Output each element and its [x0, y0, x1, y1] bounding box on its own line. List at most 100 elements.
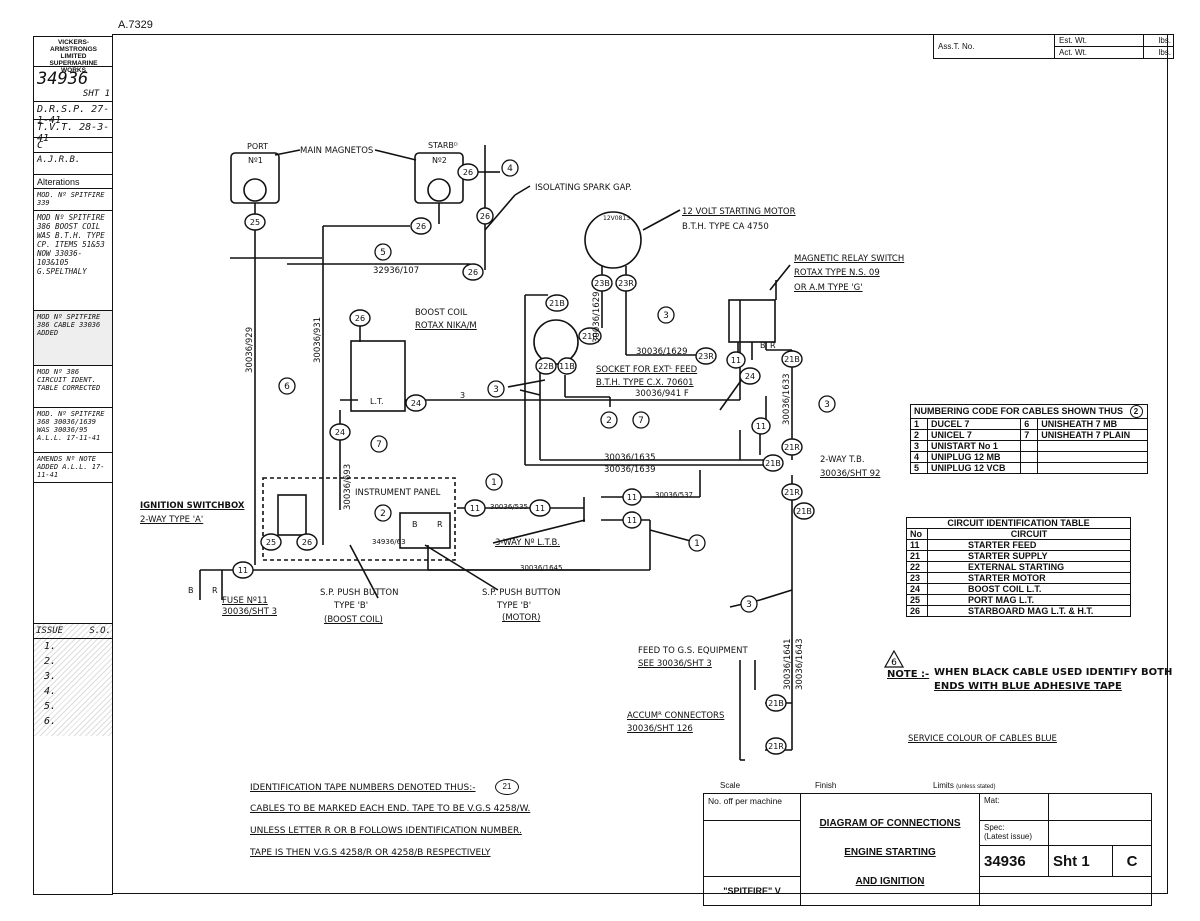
- tape-symbol: 21: [495, 779, 519, 795]
- issue-title: ISSUE: [36, 626, 64, 636]
- num-cell: [1020, 440, 1039, 452]
- relay-label: MAGNETIC RELAY SWITCH: [794, 254, 905, 264]
- circuit-no: 26: [906, 605, 928, 617]
- motor-type: B.T.H. TYPE CA 4750: [682, 222, 769, 232]
- left-sheet: SHT 1: [82, 89, 110, 99]
- issue-so: S.O.: [89, 626, 111, 636]
- port-magneto: [230, 152, 280, 204]
- tape-note-4: TAPE IS THEN V.G.S 4258/R OR 4258/B RESP…: [250, 848, 491, 858]
- num-cell: UNIPLUG 12 MB: [926, 451, 1022, 463]
- circuit-no: 22: [906, 561, 928, 573]
- num-cell: 7: [1020, 429, 1039, 441]
- alteration-1: MOD. Nº SPITFIRE 339: [34, 189, 113, 211]
- motor-label: 12 VOLT STARTING MOTOR: [682, 207, 796, 217]
- pb2-label-a: S.P. PUSH BUTTON: [482, 588, 561, 598]
- sheet-reference: A.7329: [118, 19, 153, 31]
- limits-note: (unless stated): [956, 784, 996, 790]
- spec-label: Spec:: [984, 823, 1005, 832]
- finish-label: Finish: [815, 781, 837, 790]
- num-cell: [1020, 462, 1039, 474]
- service-colour: SERVICE COLOUR OF CABLES BLUE: [908, 734, 1057, 744]
- circuit-no: 25: [906, 594, 928, 606]
- boost-coil-label: BOOST COIL: [415, 308, 468, 318]
- title-line-3: AND IGNITION: [855, 876, 925, 887]
- acc-ref: 30036/SHT 126: [627, 724, 693, 734]
- weight-table: Ass.T. No. Est. Wt. lbs. Act. Wt. lbs.: [933, 34, 1174, 59]
- circuit-name: EXTERNAL STARTING: [927, 561, 1131, 573]
- circuit-no: 21: [906, 550, 928, 562]
- num-cell: UNISHEATH 7 PLAIN: [1037, 429, 1148, 441]
- tb2-ref: 30036/SHT 92: [820, 469, 881, 479]
- num-cell: [1037, 451, 1148, 463]
- starboard-magneto: [414, 152, 464, 204]
- push-button-box: [399, 512, 451, 549]
- alteration-2: MOD Nº SPITFIRE 386 BOOST COIL WAS B.T.H…: [34, 211, 113, 311]
- relay-type-2: OR A.M TYPE 'G': [794, 283, 863, 293]
- asst-no: Ass.T. No.: [933, 34, 1055, 59]
- acc-label: ACCUMᴿ CONNECTORS: [627, 711, 725, 721]
- pb1-label-a: S.P. PUSH BUTTON: [320, 588, 399, 598]
- numbering-title: NUMBERING CODE FOR CABLES SHOWN THUS: [914, 406, 1123, 416]
- num-cell: 5: [910, 462, 928, 474]
- cable-535: 30036/535: [490, 503, 528, 511]
- issue-panel: ISSUE S.O. 1. 2. 3. 4. 5. 6.: [34, 624, 113, 736]
- checked-by: C: [34, 138, 113, 153]
- alteration-5: MOD. Nº SPITFIRE 368 30036/1639 WAS 3003…: [34, 408, 113, 453]
- alteration-4: MOD Nº 386 CIRCUIT IDENT. TABLE CORRECTE…: [34, 366, 113, 408]
- num-cell: 6: [1020, 418, 1039, 430]
- issue-6: 6.: [44, 716, 57, 727]
- tape-note-1: IDENTIFICATION TAPE NUMBERS DENOTED THUS…: [250, 783, 476, 793]
- note-line-1: WHEN BLACK CABLE USED IDENTIFY BOTH: [934, 667, 1173, 678]
- revision-column: VICKERS-ARMSTRONGS LIMITED SUPERMARINE W…: [33, 36, 113, 895]
- approved-by: A.J.R.B.: [34, 153, 113, 175]
- main-magnetos-label: MAIN MAGNETOS: [300, 146, 374, 156]
- num-cell: UNISTART No 1: [926, 440, 1022, 452]
- num-cell: 4: [910, 451, 928, 463]
- drawing-frame: [112, 34, 1168, 894]
- circuit-name: STARTER SUPPLY: [927, 550, 1131, 562]
- circuit-no: 11: [906, 539, 928, 551]
- cable-32936: 32936/107: [373, 266, 420, 276]
- block-issue: C: [1112, 845, 1152, 877]
- title-line-2: ENGINE STARTING: [844, 847, 936, 858]
- issue-2: 2.: [44, 656, 57, 667]
- title-line-1: DIAGRAM OF CONNECTIONS: [819, 818, 961, 829]
- alterations-title: Alterations: [34, 175, 113, 189]
- mat-cell: Mat:: [979, 793, 1049, 821]
- circuit-title: CIRCUIT IDENTIFICATION TABLE: [906, 517, 1131, 529]
- note-triangle-icon: 6: [884, 650, 904, 668]
- cable-1629: 30036/1629: [636, 347, 688, 357]
- instrument-panel-box: [262, 477, 456, 561]
- no-off-label: No. off per machine: [708, 796, 783, 806]
- num-cell: 2: [910, 429, 928, 441]
- issue-1: 1.: [44, 641, 57, 652]
- spec-value: [1048, 820, 1152, 846]
- company-name: VICKERS-ARMSTRONGS LIMITED SUPERMARINE W…: [34, 37, 113, 74]
- starting-motor: [584, 211, 642, 269]
- num-cell: UNISHEATH 7 MB: [1037, 418, 1148, 430]
- mat-value: [1048, 793, 1152, 821]
- num-cell: UNICEL 7: [926, 429, 1022, 441]
- cable-63: 34936/63: [372, 538, 406, 546]
- limits-label: Limits (unless stated): [933, 781, 995, 790]
- circuit-col-no: No: [906, 528, 928, 540]
- relay-switch: [728, 299, 776, 343]
- no-off-cell: No. off per machine: [703, 793, 801, 821]
- block-drawing-no: 34936: [979, 845, 1049, 877]
- pb1-label-b: TYPE 'B': [334, 601, 369, 611]
- cable-1639: 30036/1639: [604, 465, 656, 475]
- issue-3: 3.: [44, 671, 57, 682]
- note-label: NOTE :-: [887, 669, 930, 680]
- fuse-ref: 30036/SHT 3: [222, 607, 277, 617]
- boost-coil-box: [350, 340, 406, 412]
